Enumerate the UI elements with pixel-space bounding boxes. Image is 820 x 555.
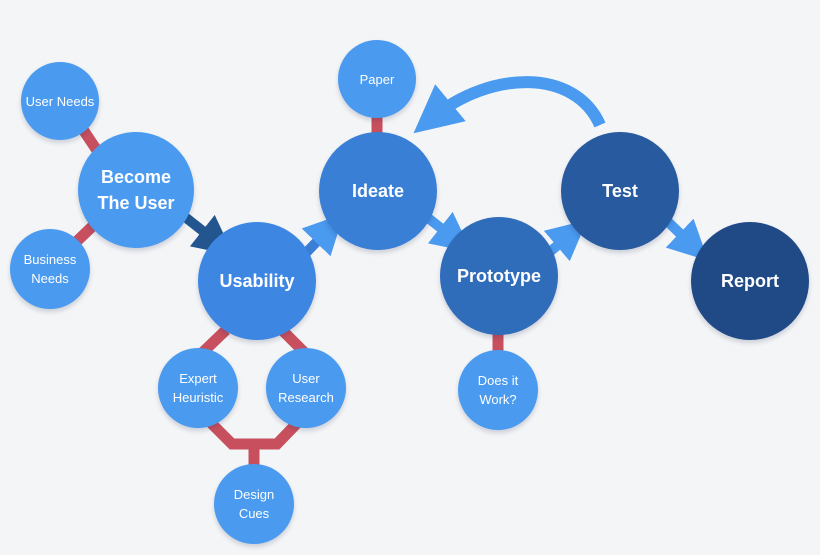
node-test: Test [561, 132, 679, 250]
node-business-needs: Business Needs [10, 229, 90, 309]
node-does-it-work-label: Does it Work? [477, 373, 519, 407]
node-user-research-label: User Research [278, 371, 334, 405]
node-ideate-label: Ideate [351, 181, 405, 201]
node-become-the-user-label: Become The User [97, 167, 175, 213]
node-usability: Usability [198, 222, 316, 340]
node-user-needs: User Needs [21, 62, 99, 140]
node-expert-heuristic-label: Expert Heuristic [172, 371, 224, 405]
node-paper-label: Paper [359, 71, 395, 87]
node-report-label: Report [721, 271, 779, 291]
node-prototype: Prototype [440, 217, 558, 335]
node-expert-heuristic: Expert Heuristic [158, 348, 238, 428]
node-paper: Paper [338, 40, 416, 118]
node-usability-label: Usability [219, 271, 295, 291]
node-prototype-label: Prototype [456, 266, 541, 286]
node-does-it-work: Does it Work? [458, 350, 538, 430]
arrow-test-to-ideate-loop [413, 76, 606, 134]
node-design-cues-label: Design Cues [233, 487, 275, 521]
node-design-cues: Design Cues [214, 464, 294, 544]
node-become-the-user: Become The User [78, 132, 194, 248]
node-test-label: Test [602, 181, 638, 201]
node-business-needs-label: Business Needs [23, 252, 77, 286]
node-user-needs-label: User Needs [25, 93, 95, 109]
node-ideate: Ideate [319, 132, 437, 250]
node-report: Report [691, 222, 809, 340]
node-user-research: User Research [266, 348, 346, 428]
